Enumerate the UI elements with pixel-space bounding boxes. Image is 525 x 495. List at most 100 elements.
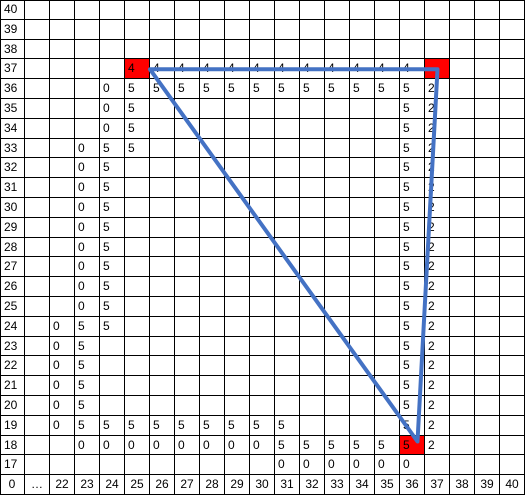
grid-cell bbox=[150, 396, 175, 416]
value-cell: 5 bbox=[75, 415, 100, 436]
x-axis-label: 22 bbox=[50, 475, 75, 495]
y-axis-label: 33 bbox=[0, 138, 25, 159]
grid-cell bbox=[275, 217, 300, 238]
grid-cell bbox=[500, 0, 525, 20]
grid-cell bbox=[25, 79, 50, 99]
x-axis-label: 39 bbox=[475, 475, 500, 495]
grid-cell bbox=[325, 396, 350, 416]
x-axis-label: 24 bbox=[100, 475, 125, 495]
grid-cell bbox=[200, 19, 225, 40]
grid-cell bbox=[325, 118, 350, 139]
grid-cell bbox=[325, 356, 350, 377]
value-cell: 5 bbox=[400, 415, 425, 436]
grid-cell bbox=[250, 356, 275, 377]
grid-cell bbox=[50, 118, 75, 139]
grid-cell bbox=[475, 297, 500, 317]
grid-cell bbox=[350, 237, 375, 258]
grid-cell bbox=[250, 257, 275, 278]
grid-cell bbox=[175, 158, 200, 179]
value-cell: 4 bbox=[325, 59, 350, 80]
grid-cell bbox=[100, 376, 125, 396]
grid-cell bbox=[125, 396, 150, 416]
value-cell: 5 bbox=[400, 178, 425, 198]
grid-cell bbox=[50, 138, 75, 159]
value-cell: 2 bbox=[425, 178, 450, 198]
grid-cell bbox=[425, 455, 450, 476]
grid-cell bbox=[500, 415, 525, 436]
grid-cell bbox=[475, 99, 500, 119]
value-cell: 4 bbox=[275, 59, 300, 80]
grid-cell bbox=[225, 118, 250, 139]
value-cell: 5 bbox=[400, 356, 425, 377]
grid-cell bbox=[450, 158, 475, 179]
grid-cell bbox=[275, 277, 300, 297]
value-cell: 4 bbox=[375, 59, 400, 80]
grid-cell bbox=[375, 39, 400, 60]
y-axis-label: 34 bbox=[0, 118, 25, 139]
grid-cell bbox=[150, 99, 175, 119]
grid-cell bbox=[200, 178, 225, 198]
grid-cell bbox=[350, 297, 375, 317]
grid-cell bbox=[200, 316, 225, 337]
grid-cell bbox=[500, 316, 525, 337]
grid-cell bbox=[175, 237, 200, 258]
y-axis-label: 36 bbox=[0, 79, 25, 99]
value-cell: 4 bbox=[225, 59, 250, 80]
grid-cell bbox=[125, 297, 150, 317]
grid-cell bbox=[500, 435, 525, 456]
value-cell: 5 bbox=[75, 316, 100, 337]
grid-cell bbox=[250, 118, 275, 139]
grid-cell bbox=[475, 396, 500, 416]
grid-cell bbox=[225, 178, 250, 198]
value-cell: 2 bbox=[425, 237, 450, 258]
value-cell: 2 bbox=[425, 396, 450, 416]
value-cell: 5 bbox=[400, 198, 425, 218]
grid-cell bbox=[500, 178, 525, 198]
grid-cell bbox=[375, 19, 400, 40]
grid-cell bbox=[325, 376, 350, 396]
grid-cell bbox=[400, 39, 425, 60]
grid-cell bbox=[275, 0, 300, 20]
highlight-cell: 5 bbox=[400, 435, 425, 456]
grid-cell bbox=[50, 217, 75, 238]
grid-cell bbox=[150, 158, 175, 179]
grid-cell bbox=[75, 19, 100, 40]
grid-cell bbox=[150, 455, 175, 476]
grid-cell bbox=[200, 455, 225, 476]
grid-cell bbox=[125, 356, 150, 377]
y-axis-label: 24 bbox=[0, 316, 25, 337]
value-cell: 5 bbox=[400, 277, 425, 297]
grid-cell bbox=[25, 19, 50, 40]
grid-cell bbox=[425, 19, 450, 40]
grid-cell bbox=[125, 178, 150, 198]
grid-cell bbox=[100, 19, 125, 40]
value-cell: 5 bbox=[400, 297, 425, 317]
grid-cell bbox=[300, 158, 325, 179]
grid-cell bbox=[50, 79, 75, 99]
grid-cell bbox=[275, 336, 300, 357]
value-cell: 0 bbox=[75, 297, 100, 317]
value-cell: 0 bbox=[75, 277, 100, 297]
grid-cell bbox=[200, 0, 225, 20]
grid-cell bbox=[250, 455, 275, 476]
grid-cell bbox=[250, 19, 275, 40]
grid-cell bbox=[150, 0, 175, 20]
grid-cell bbox=[125, 336, 150, 357]
grid-cell bbox=[375, 376, 400, 396]
value-cell: 4 bbox=[400, 59, 425, 80]
grid-cell bbox=[325, 198, 350, 218]
value-cell: 0 bbox=[350, 455, 375, 476]
grid-cell bbox=[375, 138, 400, 159]
grid-cell bbox=[450, 316, 475, 337]
grid-cell bbox=[200, 376, 225, 396]
grid-cell bbox=[50, 198, 75, 218]
x-axis-label: 0 bbox=[0, 475, 25, 495]
grid-cell bbox=[25, 118, 50, 139]
grid-cell bbox=[100, 336, 125, 357]
grid-cell bbox=[300, 118, 325, 139]
grid-cell bbox=[375, 257, 400, 278]
grid-cell bbox=[250, 158, 275, 179]
grid-cell bbox=[350, 336, 375, 357]
grid-cell bbox=[325, 237, 350, 258]
grid-cell bbox=[250, 198, 275, 218]
